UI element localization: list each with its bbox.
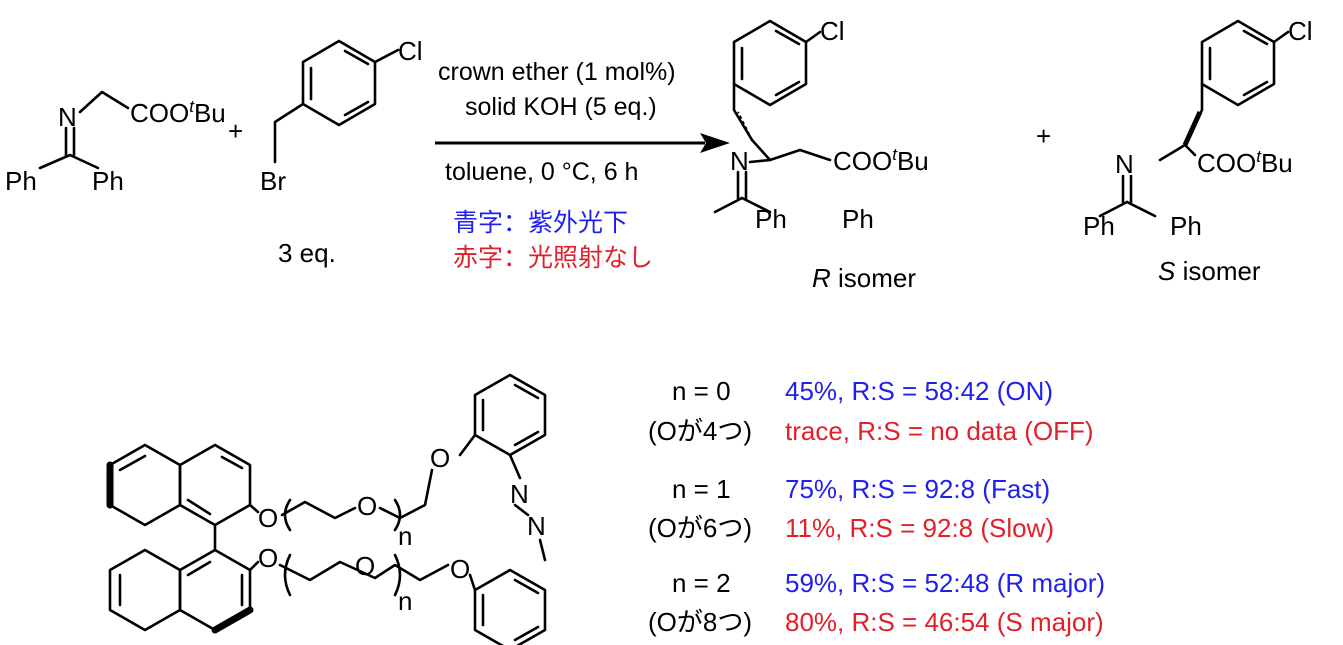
condition-base: solid KOH (5 eq.): [465, 93, 657, 121]
result-dark-2: 80%, R:S = 46:54 (S major): [785, 607, 1104, 637]
s-n-label: N: [1115, 149, 1134, 179]
result-n-0: n = 0: [672, 376, 731, 406]
result-uv-0: 45%, R:S = 58:42 (ON): [785, 376, 1053, 406]
azo-n-label-1: N: [510, 479, 529, 509]
result-oxygens-2: (Oが8つ): [648, 607, 752, 637]
legend-red: 赤字：光照射なし: [453, 244, 653, 272]
crown-o-label-6: O: [450, 554, 470, 584]
s-isomer-label: S isomer: [1158, 256, 1261, 286]
crown-o-label-5: O: [355, 551, 375, 581]
product-plus-sign: +: [1036, 121, 1051, 151]
plus-sign: +: [228, 116, 243, 146]
n-subscript-2: n: [398, 586, 412, 616]
glycine-imine-structure: N COOtBu Ph Ph: [5, 90, 226, 196]
r-product-structure: Cl N COOtBu Ph Ph R isomer: [713, 16, 929, 293]
r-isomer-label: R isomer: [812, 263, 916, 293]
result-uv-1: 75%, R:S = 92:8 (Fast): [785, 474, 1050, 504]
r-n-label: N: [730, 146, 749, 176]
result-uv-2: 59%, R:S = 52:48 (R major): [785, 568, 1105, 598]
bromo-label: Br: [260, 166, 286, 196]
n-subscript-1: n: [398, 521, 412, 551]
r-ester-label: COOtBu: [833, 145, 929, 176]
equiv-label: 3 eq.: [278, 238, 336, 268]
s-product-structure: Cl N COOtBu Ph Ph S isomer: [1083, 16, 1313, 286]
phenyl-right-label: Ph: [92, 166, 124, 196]
s-ester-label: COOtBu: [1197, 147, 1293, 178]
crown-o-label-2: O: [258, 543, 278, 573]
result-dark-0: trace, R:S = no data (OFF): [785, 416, 1094, 446]
legend-blue: 青字：紫外光下: [453, 209, 628, 237]
result-oxygens-0: (Oが4つ): [648, 416, 752, 446]
condition-solvent: toluene, 0 °C, 6 h: [445, 158, 638, 186]
reaction-arrow-head: [700, 133, 730, 153]
crown-o-label-3: O: [357, 491, 377, 521]
chloro-label: Cl: [398, 36, 423, 66]
ester-label: COOtBu: [130, 97, 226, 128]
crown-o-label-1: O: [258, 503, 278, 533]
s-chloro-label: Cl: [1288, 16, 1313, 46]
s-phenyl-left: Ph: [1083, 211, 1115, 241]
r-phenyl-right: Ph: [842, 204, 874, 234]
benzyl-bromide-structure: Cl Br 3 eq.: [260, 36, 423, 268]
result-n-2: n = 2: [672, 568, 731, 598]
reaction-conditions: crown ether (1 mol%) solid KOH (5 eq.) t…: [435, 58, 730, 272]
condition-catalyst: crown ether (1 mol%): [438, 58, 676, 86]
imine-n-label: N: [58, 102, 77, 132]
crown-o-label-4: O: [430, 443, 450, 473]
result-dark-1: 11%, R:S = 92:8 (Slow): [785, 513, 1054, 543]
result-oxygens-1: (Oが6つ): [648, 513, 752, 543]
r-phenyl-left: Ph: [755, 204, 787, 234]
crown-ether-structure: O O O n O O n O N N: [106, 373, 547, 645]
s-phenyl-right: Ph: [1170, 211, 1202, 241]
result-n-1: n = 1: [672, 474, 731, 504]
phenyl-left-label: Ph: [5, 166, 37, 196]
azo-n-label-2: N: [527, 511, 546, 541]
results-list: n = 0 (Oが4つ) 45%, R:S = 58:42 (ON) trace…: [648, 376, 1105, 637]
r-chloro-label: Cl: [820, 16, 845, 46]
